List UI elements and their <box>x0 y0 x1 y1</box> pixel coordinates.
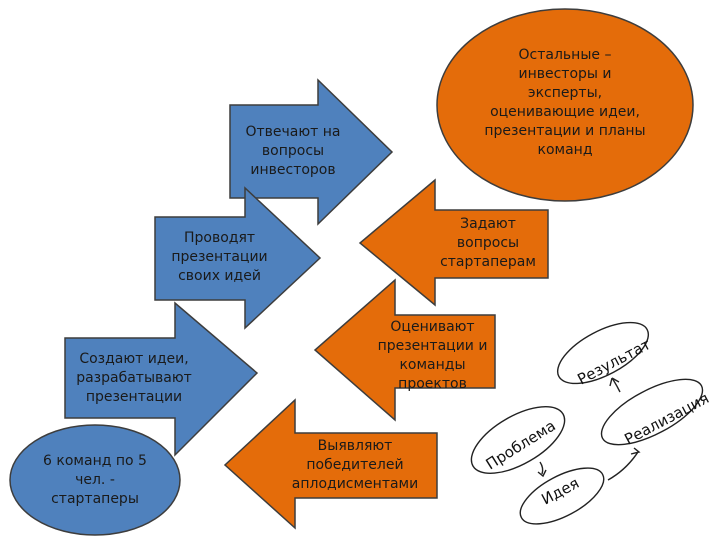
cycle-arrow-2 <box>538 462 546 476</box>
teams-label: 6 команд по 5 чел. - стартаперы <box>25 452 165 509</box>
create-ideas-label: Создают идеи, разрабатывают презентации <box>64 350 204 407</box>
sketch-realization-text: Реализация <box>621 389 712 449</box>
sketch-problem-text: Проблема <box>483 416 559 473</box>
answer-questions-label: Отвечают на вопросы инвесторов <box>228 123 358 180</box>
ask-questions-label: Задают вопросы стартаперам <box>423 215 553 272</box>
sketch-idea-text: Идея <box>538 474 582 509</box>
present-ideas-label: Проводят презентации своих идей <box>152 229 287 286</box>
investors-label: Остальные – инвесторы и эксперты, оценив… <box>470 46 660 160</box>
winners-label: Выявляют победителей аплодисментами <box>275 437 435 494</box>
cycle-arrow-1 <box>610 378 620 392</box>
cycle-arrow-3 <box>608 448 639 480</box>
evaluate-label: Оценивают презентации и команды проектов <box>365 318 500 394</box>
